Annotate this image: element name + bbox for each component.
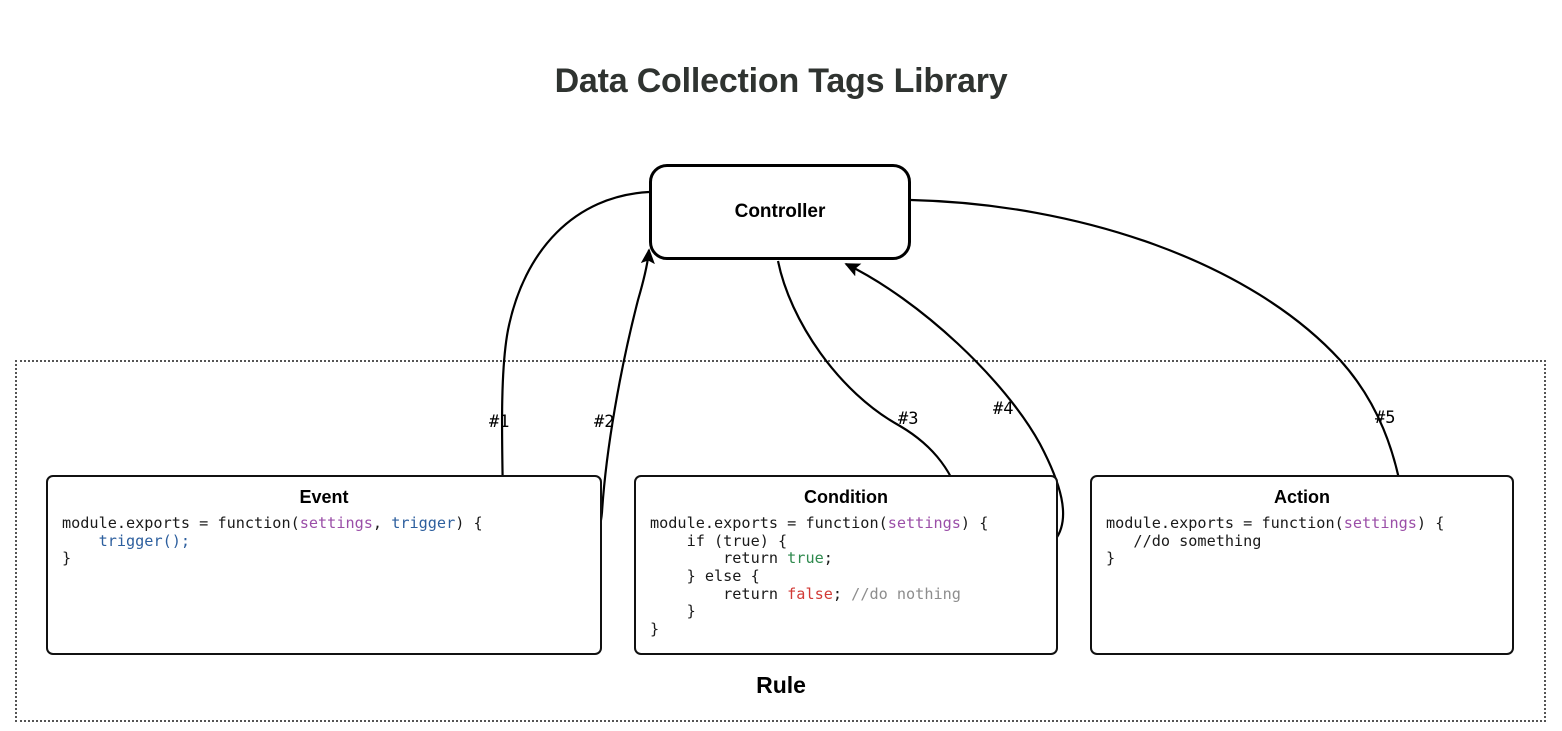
code-token-settings: settings xyxy=(1343,514,1417,532)
code-token-plain: ) { xyxy=(960,514,989,532)
code-token-plain: module.exports = function( xyxy=(62,514,300,532)
code-token-plain: return xyxy=(650,549,788,568)
code-token-plain: ; xyxy=(823,549,833,568)
arrow-label-3: #3 xyxy=(898,409,919,429)
action-card[interactable]: Action module.exports = function(setting… xyxy=(1090,475,1514,655)
code-line: module.exports = function(settings) { xyxy=(1106,514,1512,533)
code-token-trigger: trigger(); xyxy=(98,531,191,550)
code-line: return true; xyxy=(650,549,1056,568)
code-token-plain: , xyxy=(372,514,392,532)
code-token-plain: ) { xyxy=(455,514,483,532)
code-token-true: true xyxy=(787,549,824,568)
code-line: } else { xyxy=(650,566,1056,586)
code-token-plain: ; xyxy=(832,584,852,603)
page-title: Data Collection Tags Library xyxy=(554,62,1008,100)
code-token-plain: } else { xyxy=(650,566,760,585)
arrow-label-5: #5 xyxy=(1375,408,1396,428)
code-line: } xyxy=(62,549,600,568)
code-token-plain: } xyxy=(62,549,72,568)
code-token-plain: } xyxy=(650,619,660,638)
code-token-plain: //do something xyxy=(1106,531,1262,550)
arrow-label-4: #4 xyxy=(993,399,1014,419)
code-token-plain: } xyxy=(650,602,696,621)
condition-code-block: module.exports = function(settings) { if… xyxy=(650,514,1056,639)
action-card-title: Action xyxy=(1274,487,1330,507)
code-token-comment-gray: //do nothing xyxy=(851,584,961,603)
code-token-trigger: trigger xyxy=(391,514,456,532)
event-card[interactable]: Event module.exports = function(settings… xyxy=(46,475,602,655)
code-token-plain: module.exports = function( xyxy=(1106,514,1344,532)
code-token-plain: ) { xyxy=(1416,514,1445,532)
code-token-plain xyxy=(62,532,99,550)
code-token-plain: return xyxy=(650,584,788,603)
action-code-block: module.exports = function(settings) { //… xyxy=(1106,514,1512,568)
rule-label: Rule xyxy=(756,672,806,698)
code-token-plain: } xyxy=(1106,549,1116,568)
condition-card-title: Condition xyxy=(804,487,888,507)
controller-node[interactable]: Controller xyxy=(649,164,911,260)
code-line: return false; //do nothing xyxy=(650,584,1056,604)
event-card-title: Event xyxy=(299,487,349,507)
arrow-label-2: #2 xyxy=(594,412,615,432)
controller-label: Controller xyxy=(734,201,826,222)
code-line: module.exports = function(settings) { xyxy=(650,514,1056,533)
code-token-settings: settings xyxy=(887,514,961,532)
code-line: trigger(); xyxy=(62,531,600,551)
code-line: } xyxy=(1106,549,1512,568)
code-line: } xyxy=(650,602,1056,621)
code-line: module.exports = function(settings, trig… xyxy=(62,514,600,533)
condition-card[interactable]: Condition module.exports = function(sett… xyxy=(634,475,1058,655)
arrow-label-1: #1 xyxy=(489,412,510,432)
event-code-block: module.exports = function(settings, trig… xyxy=(62,514,600,568)
code-token-settings: settings xyxy=(299,514,373,532)
code-token-plain: module.exports = function( xyxy=(650,514,888,532)
code-token-plain: if (true) { xyxy=(650,531,788,550)
code-line: } xyxy=(650,619,1056,639)
code-token-false: false xyxy=(787,584,833,603)
code-line: if (true) { xyxy=(650,531,1056,551)
code-line: //do something xyxy=(1106,531,1512,551)
